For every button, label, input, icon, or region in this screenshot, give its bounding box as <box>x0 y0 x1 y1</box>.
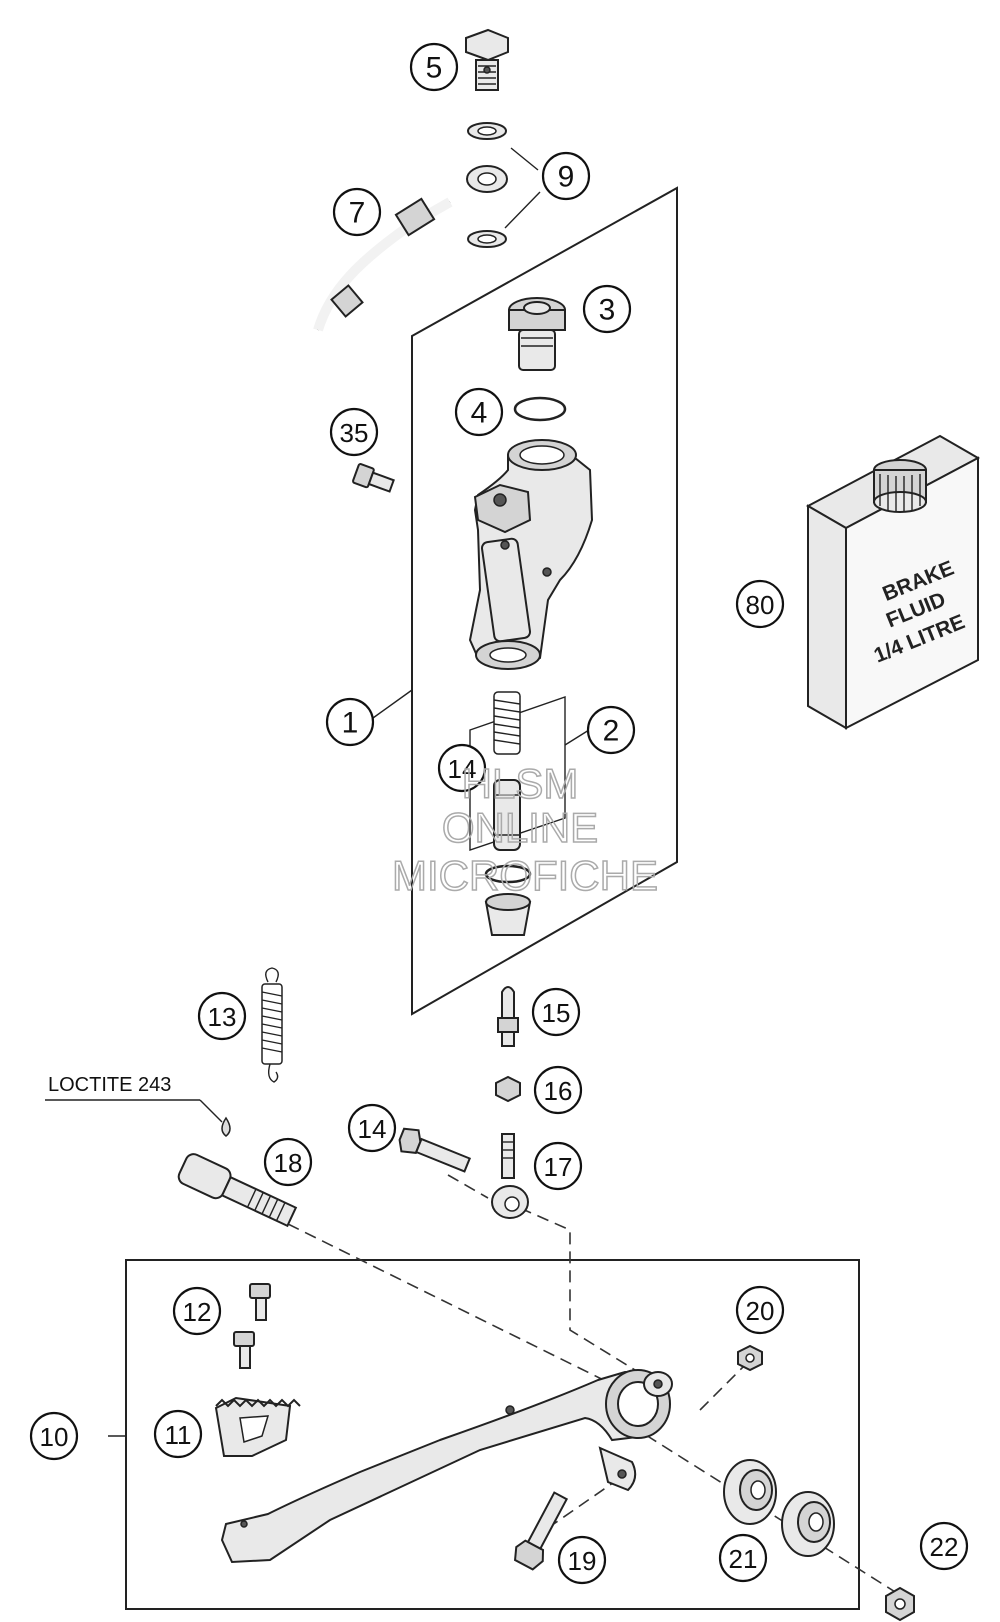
step-screws-part <box>233 1283 271 1369</box>
piston-spring-part <box>493 691 521 755</box>
svg-text:MICROFICHE: MICROFICHE <box>392 852 658 899</box>
callout-15: 15 <box>531 987 581 1037</box>
callout-7: 7 <box>332 187 382 237</box>
piston-kit-frame <box>469 696 566 851</box>
callout-1: 1 <box>325 697 375 747</box>
master-cylinder-body-part <box>468 439 594 670</box>
svg-text:15: 15 <box>542 998 571 1028</box>
svg-text:5: 5 <box>426 52 443 85</box>
svg-text:16: 16 <box>544 1076 573 1106</box>
callout-5: 5 <box>409 42 459 92</box>
reservoir-plug-part <box>508 297 566 371</box>
master-cylinder-frame <box>411 186 678 1016</box>
svg-text:4: 4 <box>471 397 488 430</box>
o-ring-part <box>513 396 567 422</box>
piston-part <box>493 779 521 851</box>
callout-9: 9 <box>541 151 591 201</box>
brake-pedal-part <box>220 1369 673 1564</box>
svg-text:13: 13 <box>208 1002 237 1032</box>
callout-3: 3 <box>582 284 632 334</box>
svg-text:2: 2 <box>603 715 620 748</box>
banjo-bolt-part <box>465 28 509 91</box>
svg-text:14: 14 <box>358 1114 387 1144</box>
callout-22: 22 <box>919 1521 969 1571</box>
brake-fluid-can-part: BRAKE FLUID 1/4 LITRE <box>805 434 981 730</box>
screw-part <box>352 463 395 493</box>
pedal-step-part <box>214 1396 301 1457</box>
svg-text:20: 20 <box>746 1296 775 1326</box>
callout-10: 10 <box>29 1411 79 1461</box>
svg-text:17: 17 <box>544 1152 573 1182</box>
svg-text:7: 7 <box>349 197 366 230</box>
callout-13: 13 <box>197 991 247 1041</box>
svg-text:10: 10 <box>40 1422 69 1452</box>
pivot-bolt-part <box>398 1127 472 1173</box>
svg-text:HLSM: HLSM <box>462 760 579 807</box>
callout-19: 19 <box>557 1535 607 1585</box>
bearings-part <box>723 1459 835 1557</box>
collar-nut-part <box>737 1344 763 1372</box>
callout-21: 21 <box>718 1533 768 1583</box>
rod-pin-bolt-part <box>513 1491 569 1571</box>
svg-text:35: 35 <box>340 418 369 448</box>
svg-text:22: 22 <box>930 1532 959 1562</box>
hex-nut-part <box>495 1075 521 1103</box>
axle-nut-part <box>885 1586 915 1622</box>
svg-text:3: 3 <box>599 294 616 327</box>
callout-14-bolt: 14 <box>347 1103 397 1153</box>
leader-lines <box>45 147 590 1437</box>
loctite-drop-icon <box>221 1116 231 1137</box>
push-rod-part <box>497 986 519 1047</box>
svg-text:21: 21 <box>729 1544 758 1574</box>
svg-text:14: 14 <box>448 754 477 784</box>
svg-text:12: 12 <box>183 1297 212 1327</box>
watermark: HLSM ONLINE MICROFICHE <box>391 759 659 900</box>
rod-end-part <box>491 1133 529 1219</box>
callout-2: 2 <box>586 705 636 755</box>
svg-text:18: 18 <box>274 1148 303 1178</box>
svg-text:1: 1 <box>342 707 359 740</box>
loctite-note: LOCTITE 243 <box>48 1074 171 1096</box>
dust-boot-part <box>484 893 532 936</box>
callout-20: 20 <box>735 1285 785 1335</box>
svg-text:ONLINE: ONLINE <box>442 804 598 851</box>
svg-text:19: 19 <box>568 1546 597 1576</box>
pedal-bolt-part <box>177 1153 298 1228</box>
svg-text:80: 80 <box>746 590 775 620</box>
brake-hose-part <box>313 165 508 332</box>
callout-16: 16 <box>533 1065 583 1115</box>
svg-text:11: 11 <box>165 1420 192 1450</box>
callout-12: 12 <box>172 1286 222 1336</box>
return-spring-part <box>261 967 283 1083</box>
brake-pedal-assembly-frame <box>125 1259 860 1610</box>
callout-17: 17 <box>533 1141 583 1191</box>
callout-11: 11 <box>153 1409 203 1459</box>
circlip-part <box>484 864 532 884</box>
callout-80: 80 <box>735 579 785 629</box>
callout-18: 18 <box>263 1137 313 1187</box>
callout-14-piston: 14 <box>437 743 487 793</box>
callout-35: 35 <box>329 407 379 457</box>
sealing-washers-part <box>467 122 507 248</box>
callout-4: 4 <box>454 387 504 437</box>
svg-text:9: 9 <box>558 161 575 194</box>
